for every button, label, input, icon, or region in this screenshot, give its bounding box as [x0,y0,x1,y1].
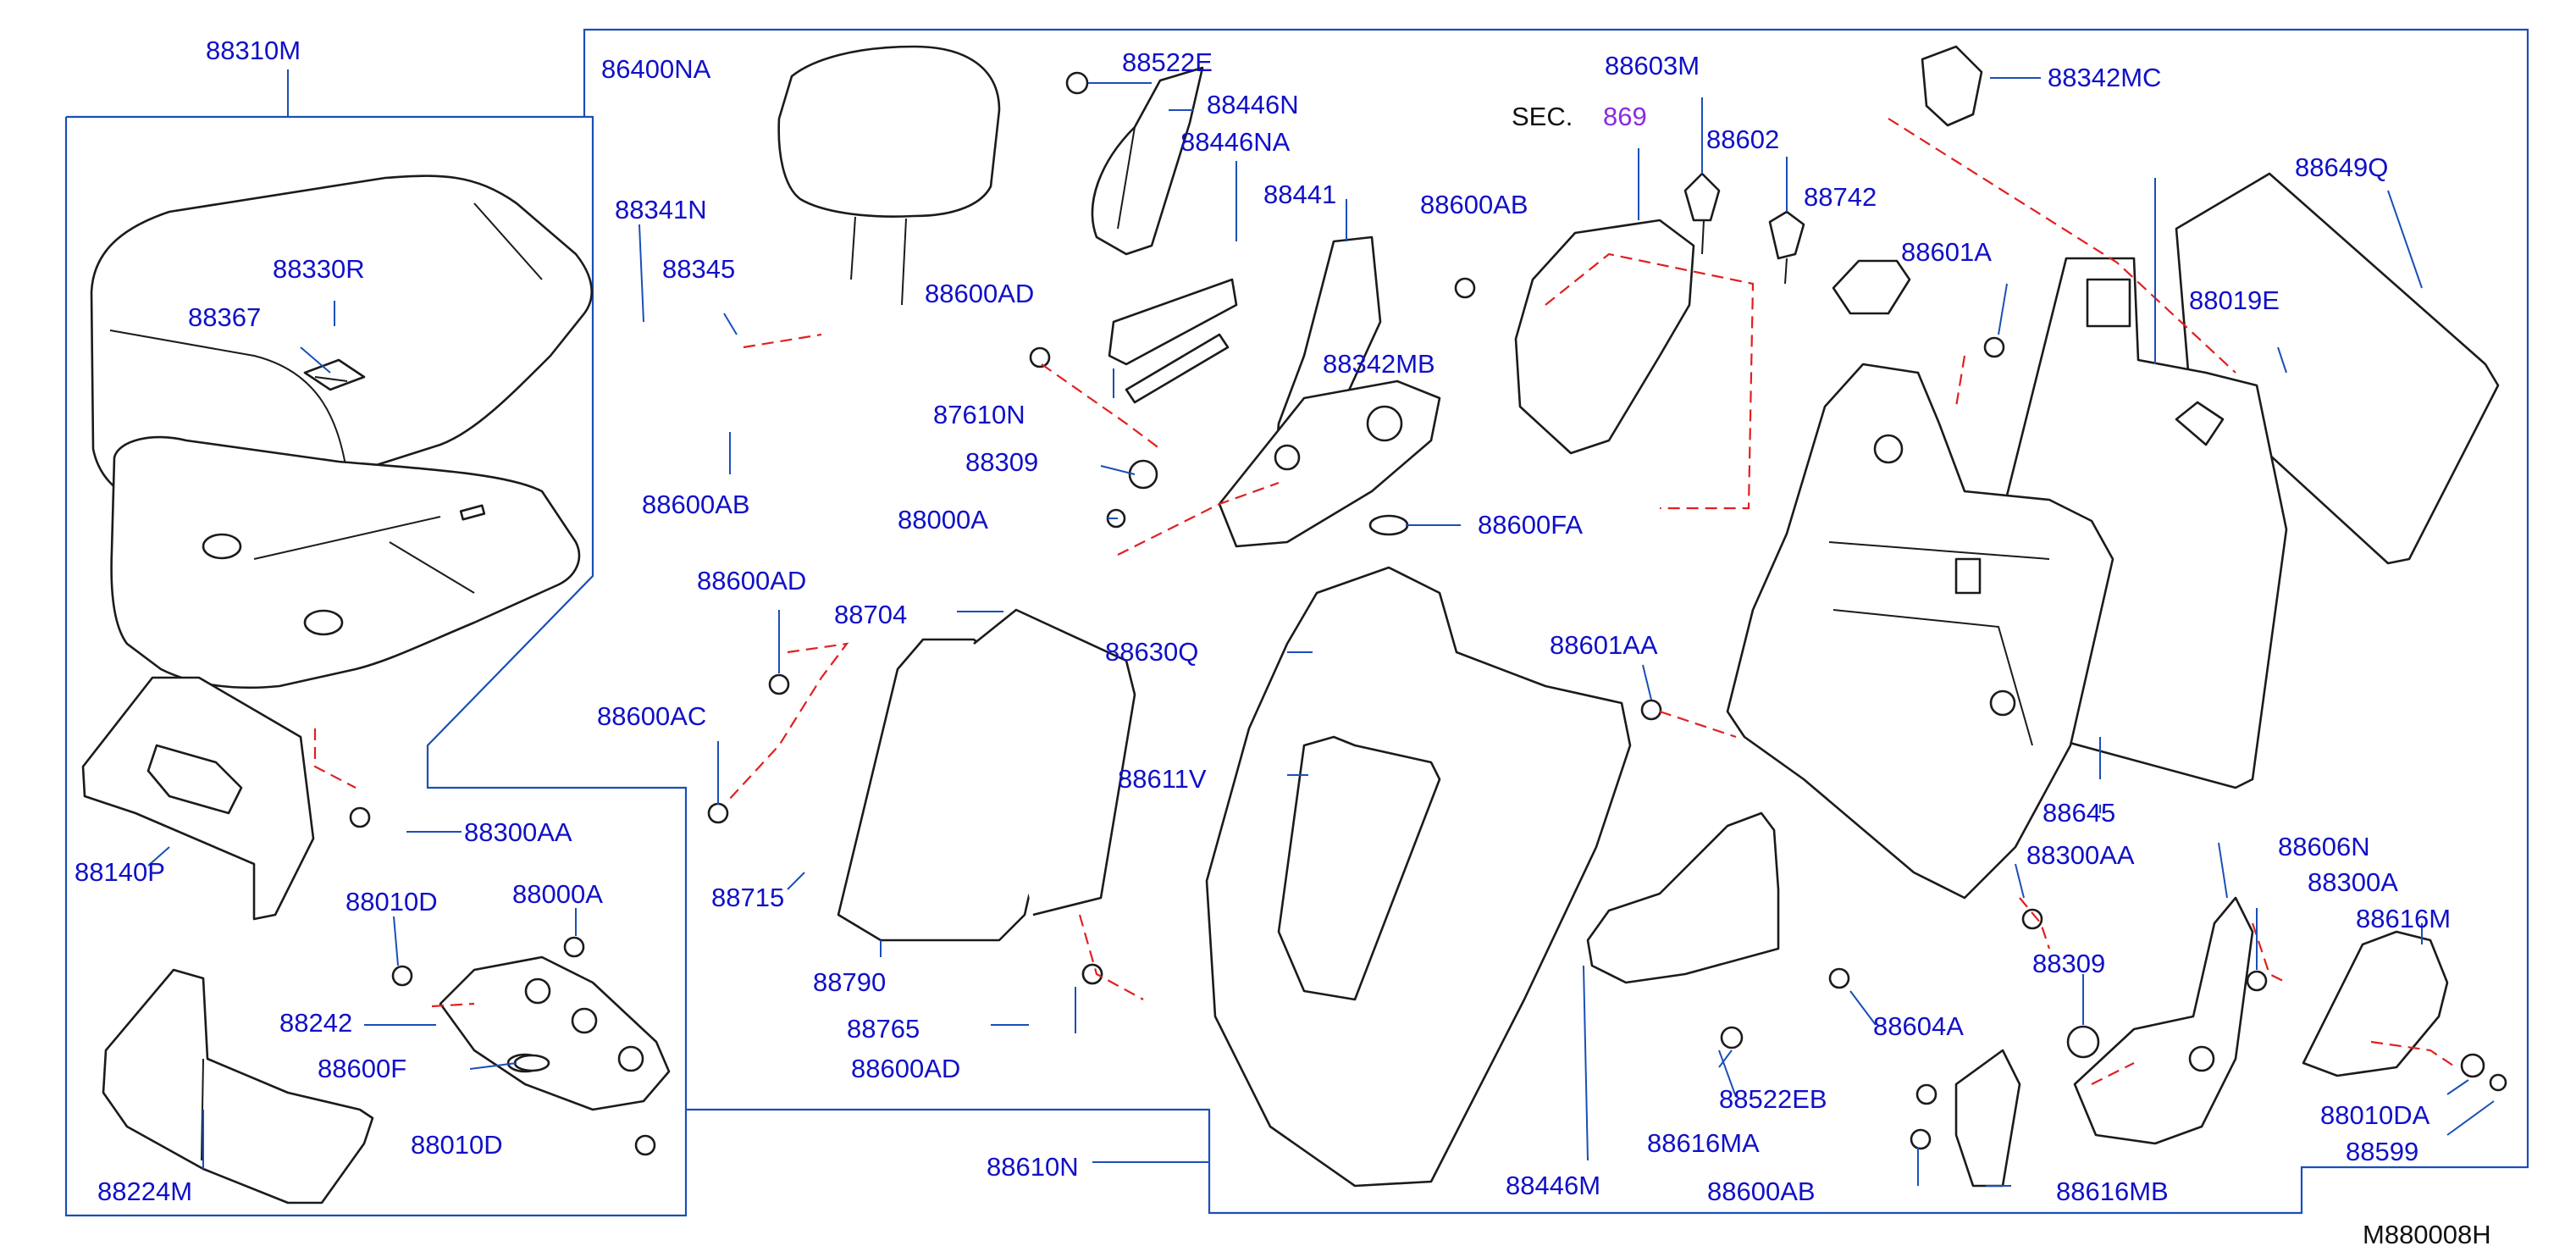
diagram-id: M880008H [2363,1220,2491,1249]
latch-87610n [1108,278,1238,404]
label-88600ac: 88600AC [597,701,706,731]
label-88019e: 88019E [2189,285,2280,315]
label-87610n: 87610N [933,400,1025,429]
label-88341n: 88341N [615,195,707,224]
label-88446na: 88446NA [1180,127,1291,157]
label-88630q: 88630Q [1105,637,1198,667]
label-88602: 88602 [1706,125,1779,154]
label-88300aa-1: 88300AA [464,817,572,847]
label-88616m: 88616M [2356,904,2451,933]
recliner-88606n [2073,896,2254,1145]
label-88765: 88765 [847,1014,920,1044]
label-88649q: 88649Q [2295,152,2388,182]
cover-88224m [102,968,374,1204]
label-88224m: 88224M [97,1177,192,1206]
housing-sec869 [1514,219,1695,455]
pad-88790 [837,608,1136,942]
label-88300aa-2: 88300AA [2026,840,2135,870]
label-88342mb: 88342MB [1323,349,1435,379]
label-88367: 88367 [188,302,261,332]
cushion-frame [64,115,688,1217]
label-88300a: 88300A [2308,867,2398,897]
label-88446m: 88446M [1506,1171,1600,1200]
cover-88616m [2302,930,2449,1077]
label-88010da: 88010DA [2320,1100,2430,1130]
belt-guide-88441 [1218,235,1441,548]
bracket-88140p [81,676,315,921]
label-88242: 88242 [279,1008,352,1038]
assembly-frames [64,28,2529,1217]
guide-88603m [1683,172,1721,255]
label-88600ab-1: 88600AB [1420,190,1528,219]
label-88345: 88345 [662,254,735,284]
section-prefix: SEC. [1512,102,1573,131]
label-88010d-1: 88010D [345,887,438,916]
label-88601aa: 88601AA [1550,630,1658,660]
label-88790: 88790 [813,967,886,997]
label-88309-1: 88309 [965,447,1038,477]
label-88441: 88441 [1263,180,1336,209]
seatback-pad-88446m [1205,566,1632,1188]
leader-lines [147,77,2495,1187]
label-88603m: 88603M [1605,51,1700,80]
seatback-frame-88645 [1726,363,2114,900]
label-88600ad-1: 88600AD [925,279,1034,308]
seatback-frame [583,28,2529,1215]
label-88000a-1: 88000A [898,505,988,534]
label-88601a: 88601A [1901,237,1992,267]
label-88140p: 88140P [75,857,165,887]
label-88599: 88599 [2346,1137,2418,1166]
label-88604a: 88604A [1873,1011,1964,1041]
label-88611v: 88611V [1118,764,1207,794]
knob-88742 [1832,259,1911,315]
label-88446n: 88446N [1207,90,1299,119]
guide-88602 [1768,210,1805,285]
label-88715: 88715 [711,883,784,912]
bracket-88616mb [1954,1049,2021,1188]
small-hardware [349,71,2507,1156]
dashed-reference-lines [313,118,2457,1085]
label-88522e: 88522E [1122,47,1213,77]
label-88522eb: 88522EB [1719,1084,1827,1114]
label-88742: 88742 [1804,182,1877,212]
label-88309-2: 88309 [2032,949,2105,978]
label-88310m: 88310M [206,36,301,65]
label-88704: 88704 [834,600,907,629]
label-88600ad-2: 88600AD [697,566,806,595]
cushion-frame-part [110,435,581,689]
label-88600ab-2: 88600AB [642,490,750,519]
label-88616mb: 88616MB [2056,1177,2169,1206]
label-88600f: 88600F [318,1054,406,1083]
label-88600fa: 88600FA [1478,510,1583,540]
cushion-88616ma [1586,811,1780,984]
label-88616ma: 88616MA [1647,1128,1760,1158]
headrest-86400na [777,45,1001,306]
part-labels: 88310M 86400NA 88522E 88446N 88446NA 886… [75,36,2491,1249]
label-88645: 88645 [2043,798,2115,828]
lever-88342mc [1921,45,1983,127]
label-88342mc: 88342MC [2048,63,2161,92]
label-86400na: 86400NA [601,54,711,84]
strap-88446n [1091,66,1204,256]
label-88330r: 88330R [273,254,365,284]
label-88010d-2: 88010D [411,1130,503,1160]
section-number: 869 [1603,102,1647,131]
label-88000a-2: 88000A [512,879,603,909]
hinge-88242 [439,955,671,1111]
label-88606n: 88606N [2278,832,2370,861]
label-88610n: 88610N [987,1152,1079,1182]
label-88600ab-3: 88600AB [1707,1177,1816,1206]
label-88600ad-3: 88600AD [851,1054,960,1083]
